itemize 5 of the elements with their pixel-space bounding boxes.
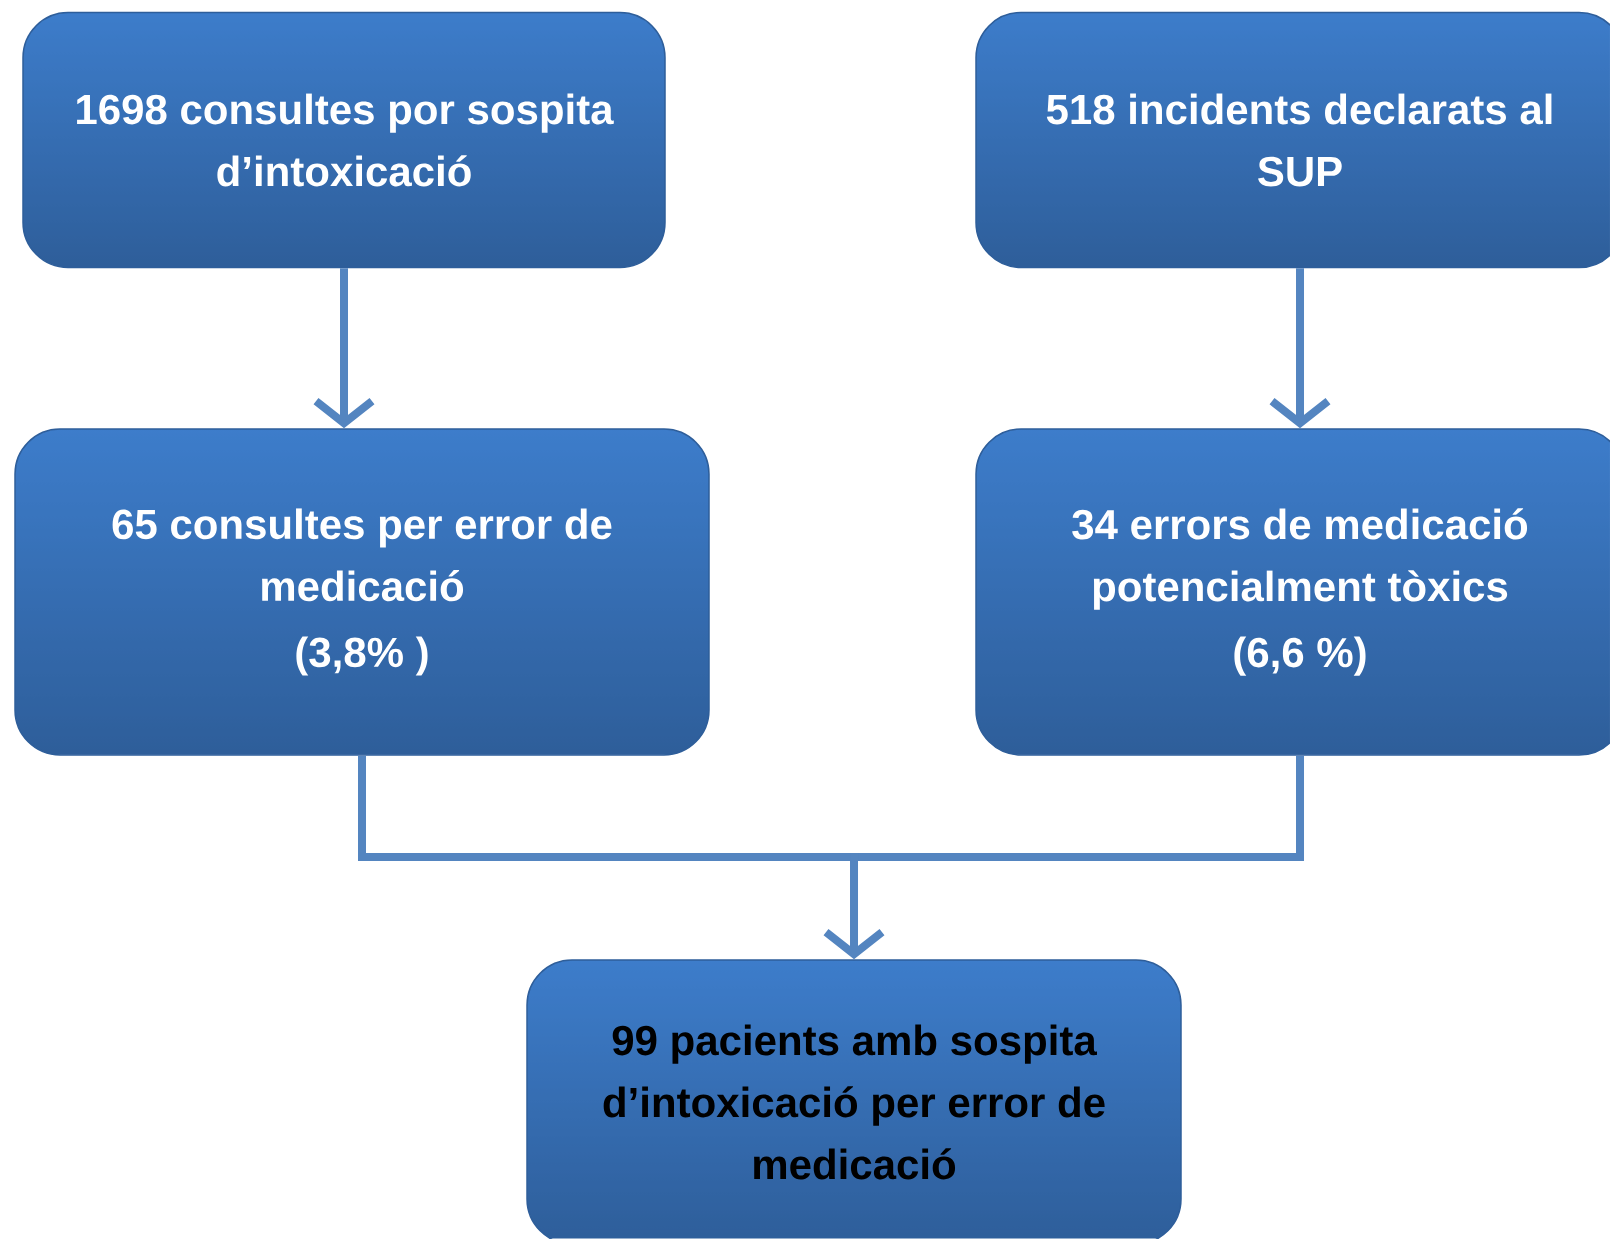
process-box: 34 errors de medicació potencialment tòxics (6,6 %) bbox=[975, 428, 1610, 756]
process-box: 1698 consultes por sospita d’intoxicació bbox=[22, 11, 666, 269]
process-box: 99 pacients amb sospita d’intoxicació per error de medicació bbox=[526, 959, 1182, 1239]
process-box: 518 incidents declarats al SUP bbox=[975, 11, 1610, 269]
process-box: 65 consultes per error de medicació (3,8% ) bbox=[14, 428, 710, 756]
